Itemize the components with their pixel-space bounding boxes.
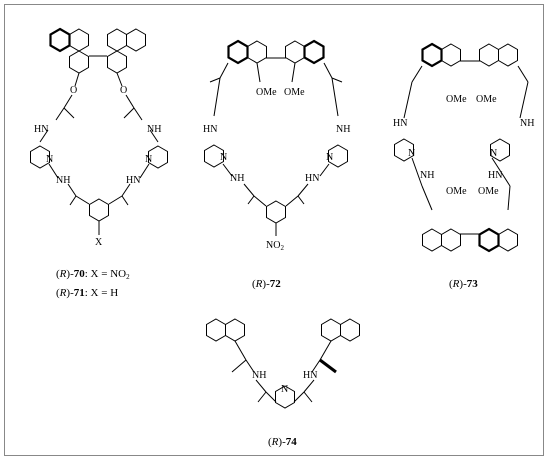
atom-ome-top-right: OMe — [476, 94, 497, 105]
atom-nh-left: HN — [203, 124, 217, 135]
atom-x: X — [95, 237, 103, 248]
compound-73-atom-labels: OMe OMe HN NH N N NH HN OMe OMe — [393, 94, 534, 197]
atom-ome-top-left: OMe — [446, 94, 467, 105]
atom-n-center: N — [281, 384, 288, 395]
atom-nh-bottom-left: NH — [230, 173, 244, 184]
atom-nh-right: NH — [147, 124, 161, 135]
caption-72: (R)-72 — [252, 278, 281, 290]
atom-ome-bottom-right: OMe — [478, 186, 499, 197]
atom-o-right: O — [120, 85, 127, 96]
caption-line-70: (R)-70: X = NO2 — [56, 268, 130, 281]
atom-nh-right: NH — [336, 124, 350, 135]
atom-nh-bottom-left: NH — [56, 175, 70, 186]
compound-72-atom-labels: OMe OMe HN NH N N NH HN NO2 — [203, 87, 350, 252]
atom-ome-bottom-left: OMe — [446, 186, 467, 197]
atom-n-left: N — [220, 152, 227, 163]
figure-frame — [4, 4, 544, 456]
atom-nh-left: HN — [34, 124, 48, 135]
atom-no2: NO2 — [266, 240, 284, 252]
atom-n-left: N — [46, 154, 53, 165]
atom-nh-left: NH — [252, 370, 266, 381]
atom-nh-bottom-left: NH — [420, 170, 434, 181]
atom-o-left: O — [70, 85, 77, 96]
compound-70-71-structure — [30, 27, 168, 235]
atom-n-right: N — [490, 148, 497, 159]
compound-72-structure — [204, 39, 348, 236]
compound-73-structure — [394, 42, 529, 253]
atom-nh-right: HN — [303, 370, 317, 381]
atom-ome-right: OMe — [284, 87, 305, 98]
compound-70-71-atom-labels: O O HN NH N N NH HN X — [34, 85, 161, 248]
atom-ome-left: OMe — [256, 87, 277, 98]
compound-74-structure — [206, 318, 360, 409]
atom-nh-bottom-right: HN — [488, 170, 502, 181]
atom-n-left: N — [408, 148, 415, 159]
caption-70-71: (R)-70: X = NO2 (R)-71: X = H — [56, 268, 130, 299]
caption-74: (R)-74 — [268, 436, 297, 448]
caption-line-71: (R)-71: X = H — [56, 287, 118, 299]
compound-74-atom-labels: NH HN N — [252, 370, 317, 395]
atom-n-right: N — [326, 152, 333, 163]
atom-nh-right: NH — [520, 118, 534, 129]
atom-nh-bottom-right: HN — [305, 173, 319, 184]
atom-n-right: N — [145, 154, 152, 165]
atom-nh-bottom-right: HN — [126, 175, 140, 186]
caption-73: (R)-73 — [449, 278, 478, 290]
atom-nh-left: HN — [393, 118, 407, 129]
